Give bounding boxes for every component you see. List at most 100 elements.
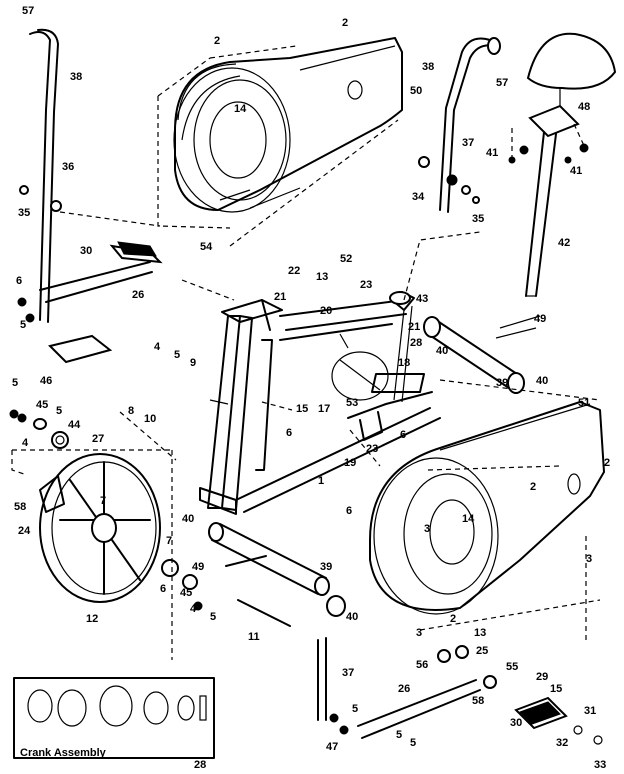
callout-6a: 6 — [16, 275, 22, 287]
callout-40b: 40 — [536, 375, 548, 387]
callout-57b: 57 — [496, 77, 508, 89]
callout-22: 22 — [288, 265, 300, 277]
callout-54: 54 — [200, 241, 213, 253]
callout-18: 18 — [398, 357, 410, 369]
callout-48: 48 — [578, 101, 590, 113]
left-flywheel-cover — [9, 334, 161, 603]
callout-5b: 5 — [174, 349, 180, 361]
callout-23a: 23 — [360, 279, 372, 291]
callout-3b: 3 — [586, 553, 592, 565]
callout-35b: 35 — [472, 213, 484, 225]
callout-50: 50 — [410, 85, 422, 97]
callout-58a: 58 — [14, 501, 26, 513]
upper-left-shroud — [173, 37, 403, 213]
callout-17: 17 — [318, 403, 330, 415]
callout-40d: 40 — [346, 611, 358, 623]
lower-right-shroud — [369, 401, 605, 615]
callout-58b: 58 — [472, 695, 484, 707]
callout-49b: 49 — [192, 561, 204, 573]
callout-8: 8 — [128, 405, 134, 417]
callout-5e: 5 — [210, 611, 216, 623]
dashed-leader-lines — [11, 45, 601, 660]
callout-14a: 14 — [234, 103, 247, 115]
callout-4b: 4 — [22, 437, 29, 449]
callout-28b: 28 — [194, 759, 206, 771]
callout-5a: 5 — [20, 319, 26, 331]
callout-5c: 5 — [12, 377, 18, 389]
stabilizer-tube-rear — [423, 315, 541, 394]
callout-1: 1 — [318, 475, 324, 487]
callout-9: 9 — [190, 357, 196, 369]
callout-49: 49 — [534, 313, 546, 325]
callout-21b: 21 — [408, 321, 420, 333]
callout-36: 36 — [62, 161, 74, 173]
callout-33: 33 — [594, 759, 606, 771]
right-handlebar — [418, 37, 501, 213]
callout-6d: 6 — [346, 505, 352, 517]
callout-42: 42 — [558, 237, 570, 249]
callout-51: 51 — [578, 397, 590, 409]
callout-14b: 14 — [462, 513, 475, 525]
callout-20: 20 — [320, 305, 332, 317]
callout-38b: 38 — [422, 61, 434, 73]
callout-31: 31 — [584, 705, 596, 717]
callout-15a: 15 — [296, 403, 308, 415]
callout-37b: 37 — [342, 667, 354, 679]
callout-6e: 6 — [160, 583, 166, 595]
callout-3c: 3 — [416, 627, 422, 639]
callout-35a: 35 — [18, 207, 30, 219]
callout-45b: 45 — [180, 587, 192, 599]
callout-26a: 26 — [132, 289, 144, 301]
callout-7b: 7 — [166, 535, 172, 547]
main-frame — [199, 291, 441, 515]
callout-29: 29 — [536, 671, 548, 683]
callout-21a: 21 — [274, 291, 286, 303]
seat — [508, 32, 617, 297]
pedal-assembly — [317, 637, 603, 745]
callout-28a: 28 — [410, 337, 422, 349]
stabilizer-tube-front — [161, 522, 346, 627]
callout-55: 55 — [506, 661, 518, 673]
callout-32: 32 — [556, 737, 568, 749]
callout-4c: 4 — [190, 603, 197, 615]
callout-30a: 30 — [80, 245, 92, 257]
callout-13a: 13 — [316, 271, 328, 283]
callout-47: 47 — [326, 741, 338, 753]
crank-assembly-inset — [13, 677, 215, 759]
callout-12: 12 — [86, 613, 98, 625]
callout-38a: 38 — [70, 71, 82, 83]
callout-23b: 23 — [366, 443, 378, 455]
left-handlebar — [17, 28, 163, 323]
callout-34: 34 — [412, 191, 425, 203]
callout-10: 10 — [144, 413, 156, 425]
callout-41b: 41 — [570, 165, 582, 177]
callout-41a: 41 — [486, 147, 498, 159]
callout-26b: 26 — [398, 683, 410, 695]
callout-30b: 30 — [510, 717, 522, 729]
callout-2b: 2 — [214, 35, 220, 47]
callout-5g: 5 — [396, 729, 402, 741]
callout-52: 52 — [340, 253, 352, 265]
callout-3a: 3 — [424, 523, 430, 535]
callout-45a: 45 — [36, 399, 48, 411]
callout-46: 46 — [40, 375, 52, 387]
callout-5d: 5 — [56, 405, 62, 417]
callout-25: 25 — [476, 645, 488, 657]
callout-37a: 37 — [462, 137, 474, 149]
callout-15b: 15 — [550, 683, 562, 695]
callout-44: 44 — [68, 419, 81, 431]
callout-27: 27 — [92, 433, 104, 445]
callout-5h: 5 — [410, 737, 416, 749]
callout-40a: 40 — [436, 345, 448, 357]
callout-24: 24 — [18, 525, 31, 537]
callout-11: 11 — [248, 631, 260, 643]
callout-19: 19 — [344, 457, 356, 469]
callout-2d: 2 — [530, 481, 536, 493]
callout-6b: 6 — [286, 427, 292, 439]
crank-assembly-title: Crank Assembly — [20, 747, 107, 759]
callout-39b: 39 — [320, 561, 332, 573]
callout-4a: 4 — [154, 341, 161, 353]
callout-labels: 57 2 2 38 14 50 38 57 48 37 36 41 41 35 … — [12, 5, 610, 771]
callout-5f: 5 — [352, 703, 358, 715]
